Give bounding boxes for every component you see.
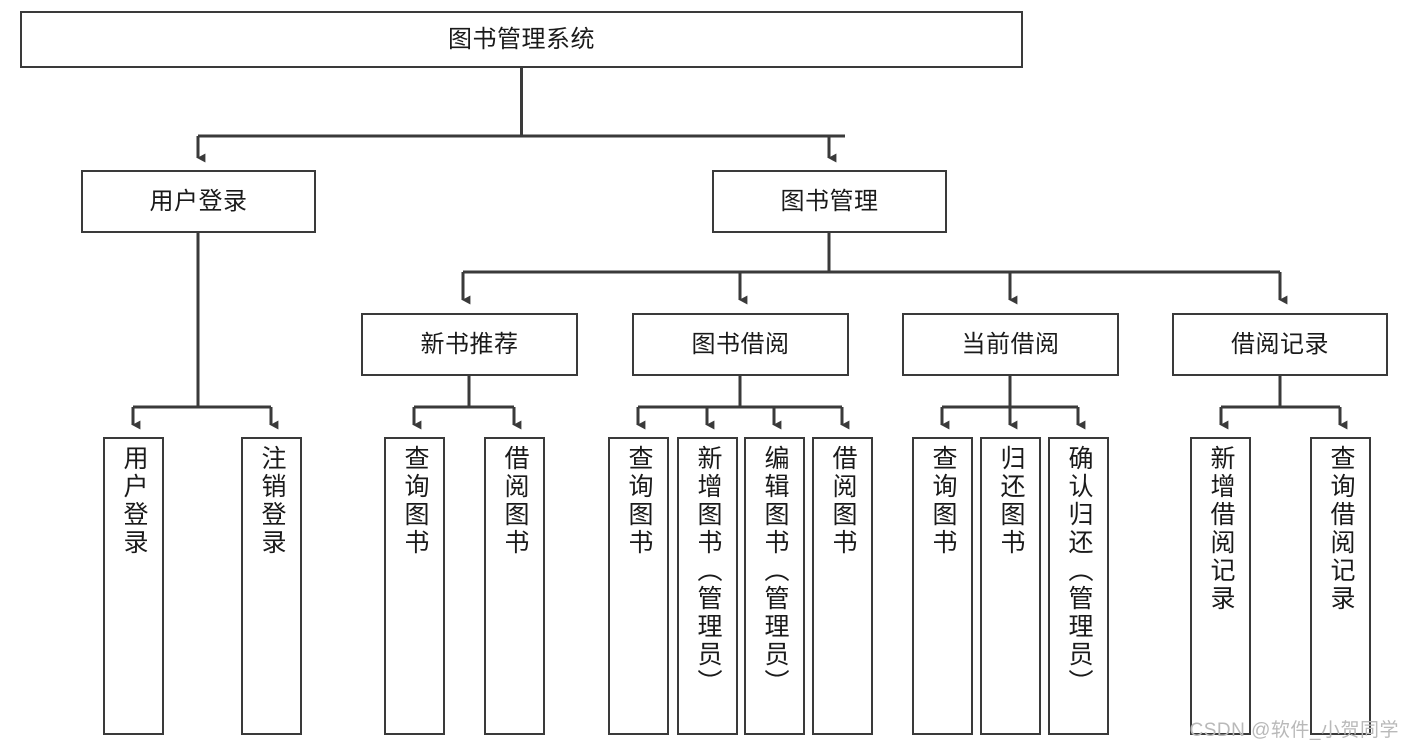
node-label: 注销登录 [258,445,286,557]
node-leaf-edit-book-admin[interactable]: 编辑图书（管理员） [744,437,805,735]
node-label: 查询借阅记录 [1327,445,1355,613]
node-label: 新增借阅记录 [1207,445,1235,613]
node-label: 归还图书 [997,445,1025,557]
node-label: 新书推荐 [420,330,519,358]
node-book-management[interactable]: 图书管理 [712,170,947,233]
node-leaf-add-borrow-record[interactable]: 新增借阅记录 [1190,437,1251,735]
node-label: 图书管理系统 [448,25,595,53]
node-leaf-borrow-book-recommend[interactable]: 借阅图书 [484,437,545,735]
node-leaf-query-borrow-record[interactable]: 查询借阅记录 [1310,437,1371,735]
node-label: 确认归还（管理员） [1065,445,1093,697]
node-label: 查询图书 [401,445,429,557]
node-leaf-query-book-borrow[interactable]: 查询图书 [608,437,669,735]
node-label: 图书管理 [780,187,879,215]
node-leaf-query-book-current[interactable]: 查询图书 [912,437,973,735]
node-borrow-record[interactable]: 借阅记录 [1172,313,1388,376]
node-leaf-user-login[interactable]: 用户登录 [103,437,164,735]
node-current-borrow[interactable]: 当前借阅 [902,313,1119,376]
node-label: 编辑图书（管理员） [761,445,789,697]
node-root-book-management-system[interactable]: 图书管理系统 [20,11,1023,68]
node-label: 用户登录 [149,187,248,215]
node-leaf-query-book-recommend[interactable]: 查询图书 [384,437,445,735]
node-label: 借阅图书 [501,445,529,557]
node-label: 当前借阅 [961,330,1060,358]
node-leaf-logout[interactable]: 注销登录 [241,437,302,735]
node-leaf-add-book-admin[interactable]: 新增图书（管理员） [677,437,738,735]
node-label: 图书借阅 [691,330,790,358]
node-book-borrow[interactable]: 图书借阅 [632,313,849,376]
node-label: 新增图书（管理员） [694,445,722,697]
node-new-book-recommend[interactable]: 新书推荐 [361,313,578,376]
node-leaf-return-book[interactable]: 归还图书 [980,437,1041,735]
node-label: 查询图书 [929,445,957,557]
node-leaf-borrow-book[interactable]: 借阅图书 [812,437,873,735]
node-label: 借阅图书 [829,445,857,557]
node-label: 用户登录 [120,445,148,557]
node-user-login[interactable]: 用户登录 [81,170,316,233]
node-label: 借阅记录 [1231,330,1329,358]
node-label: 查询图书 [625,445,653,557]
node-leaf-confirm-return-admin[interactable]: 确认归还（管理员） [1048,437,1109,735]
